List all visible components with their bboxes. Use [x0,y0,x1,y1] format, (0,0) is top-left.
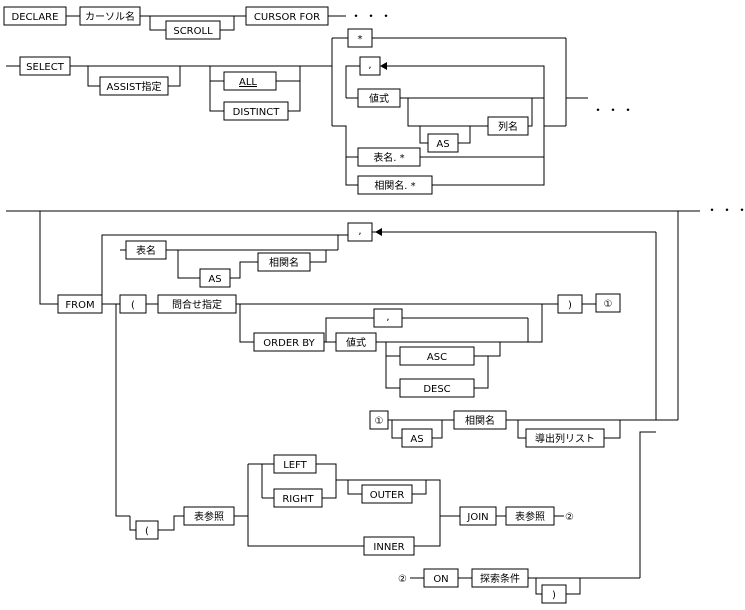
select-keyword [19,56,71,76]
corr-star-box [357,175,433,195]
cursor-for-keyword [245,6,329,26]
cursor-name-box [79,6,141,26]
circle1-target-label: ① [375,416,384,427]
select-comma-label: , [368,60,371,71]
left-label: LEFT [283,460,307,471]
corr-name-box [257,252,311,272]
join-table-ref-box [505,506,555,526]
corr-name-label: 相関名 [269,256,299,269]
outer-keyword [361,484,413,504]
table-star-box [357,147,421,167]
order-comma-label: , [386,312,389,323]
on-rparen [541,584,567,604]
join-keyword [459,506,497,526]
subquery-rparen [557,294,583,314]
star-box [347,28,373,48]
asc-keyword [399,346,475,366]
scroll-keyword [165,20,221,40]
circle2-ref: ② [565,512,574,523]
select-label: SELECT [26,62,65,73]
inner-label: INNER [373,542,404,553]
circle1-ref-label: ① [604,299,613,310]
search-cond-box [471,568,529,588]
select-as-keyword [427,133,459,153]
asc-label: ASC [427,352,447,363]
derived-corr-name-label: 相関名 [465,414,495,427]
search-cond-label: 探索条件 [480,572,520,585]
from-as-label: AS [208,274,221,285]
continuation-dots-2: ・・・ [592,103,637,117]
from-keyword [57,294,103,314]
distinct-keyword [223,101,289,121]
left-keyword [273,454,317,474]
right-keyword [273,488,323,508]
from-as-keyword [199,268,231,288]
assist-spec-box [99,76,169,96]
all-label: ALL [239,77,257,88]
cursor-name-label: カーソル名 [85,10,135,23]
derived-cols-label: 導出列リスト [535,432,595,445]
join-lparen [135,520,159,540]
scroll-label: SCROLL [173,26,213,37]
column-name-label: 列名 [498,120,518,133]
table-name-box [125,240,167,260]
from-comma-box [347,222,373,242]
on-keyword [423,568,459,588]
order-value-expr-box [335,332,377,352]
declare-row: DECLARE カーソル名 SCROLL CURSOR FOR ・・・ [3,6,395,40]
declare-keyword [3,6,67,26]
order-by-keyword [253,332,325,352]
inner-keyword [363,536,415,556]
table-ref-box [183,506,235,526]
circle2-target: ② [398,574,407,585]
select-comma-box [359,56,381,76]
on-label: ON [433,574,448,585]
outer-label: OUTER [370,490,405,501]
query-spec-label: 問合せ指定 [172,298,222,311]
cursor-for-label: CURSOR FOR [254,12,320,23]
value-expr-box [357,88,401,108]
on-rparen-label: ) [552,590,556,601]
subquery-rparen-label: ) [568,300,572,311]
select-as-label: AS [436,139,449,150]
from-comma-label: , [358,226,361,237]
join-lparen-label: ( [145,526,149,537]
order-value-expr-label: 値式 [346,336,366,349]
derived-corr-name-box [453,410,507,430]
assist-spec-label: ASSIST指定 [107,80,162,93]
derived-as-keyword [401,428,433,448]
table-name-label: 表名 [136,244,156,257]
continuation-dots-1: ・・・ [350,9,395,23]
circle1-ref [595,293,621,313]
select-row: SELECT ASSIST指定 ALL DISTINCT * , 値式 AS 列… [6,28,637,195]
query-spec-box [157,294,237,314]
value-expr-label: 値式 [369,92,389,105]
desc-keyword [399,378,475,398]
column-name-box [487,116,529,136]
join-table-ref-label: 表参照 [515,510,545,523]
star-label: * [358,34,363,45]
continuation-dots-3: ・・・ [706,203,745,217]
subquery-lparen [119,294,147,314]
order-comma-box [373,308,403,328]
circle1-target [369,410,389,430]
join-label: JOIN [466,512,488,523]
from-label: FROM [65,300,94,311]
order-by-label: ORDER BY [263,338,315,349]
derived-cols-box [525,428,605,448]
table-ref-label: 表参照 [194,510,224,523]
desc-label: DESC [423,384,450,395]
from-section: ・・・ [6,203,745,604]
derived-as-label: AS [410,434,423,445]
right-label: RIGHT [282,494,314,505]
all-keyword [223,71,277,91]
declare-label: DECLARE [12,12,59,23]
subquery-lparen-label: ( [131,300,135,311]
table-star-label: 表名. * [373,151,404,164]
corr-star-label: 相関名. * [374,179,415,192]
distinct-label: DISTINCT [233,107,281,118]
